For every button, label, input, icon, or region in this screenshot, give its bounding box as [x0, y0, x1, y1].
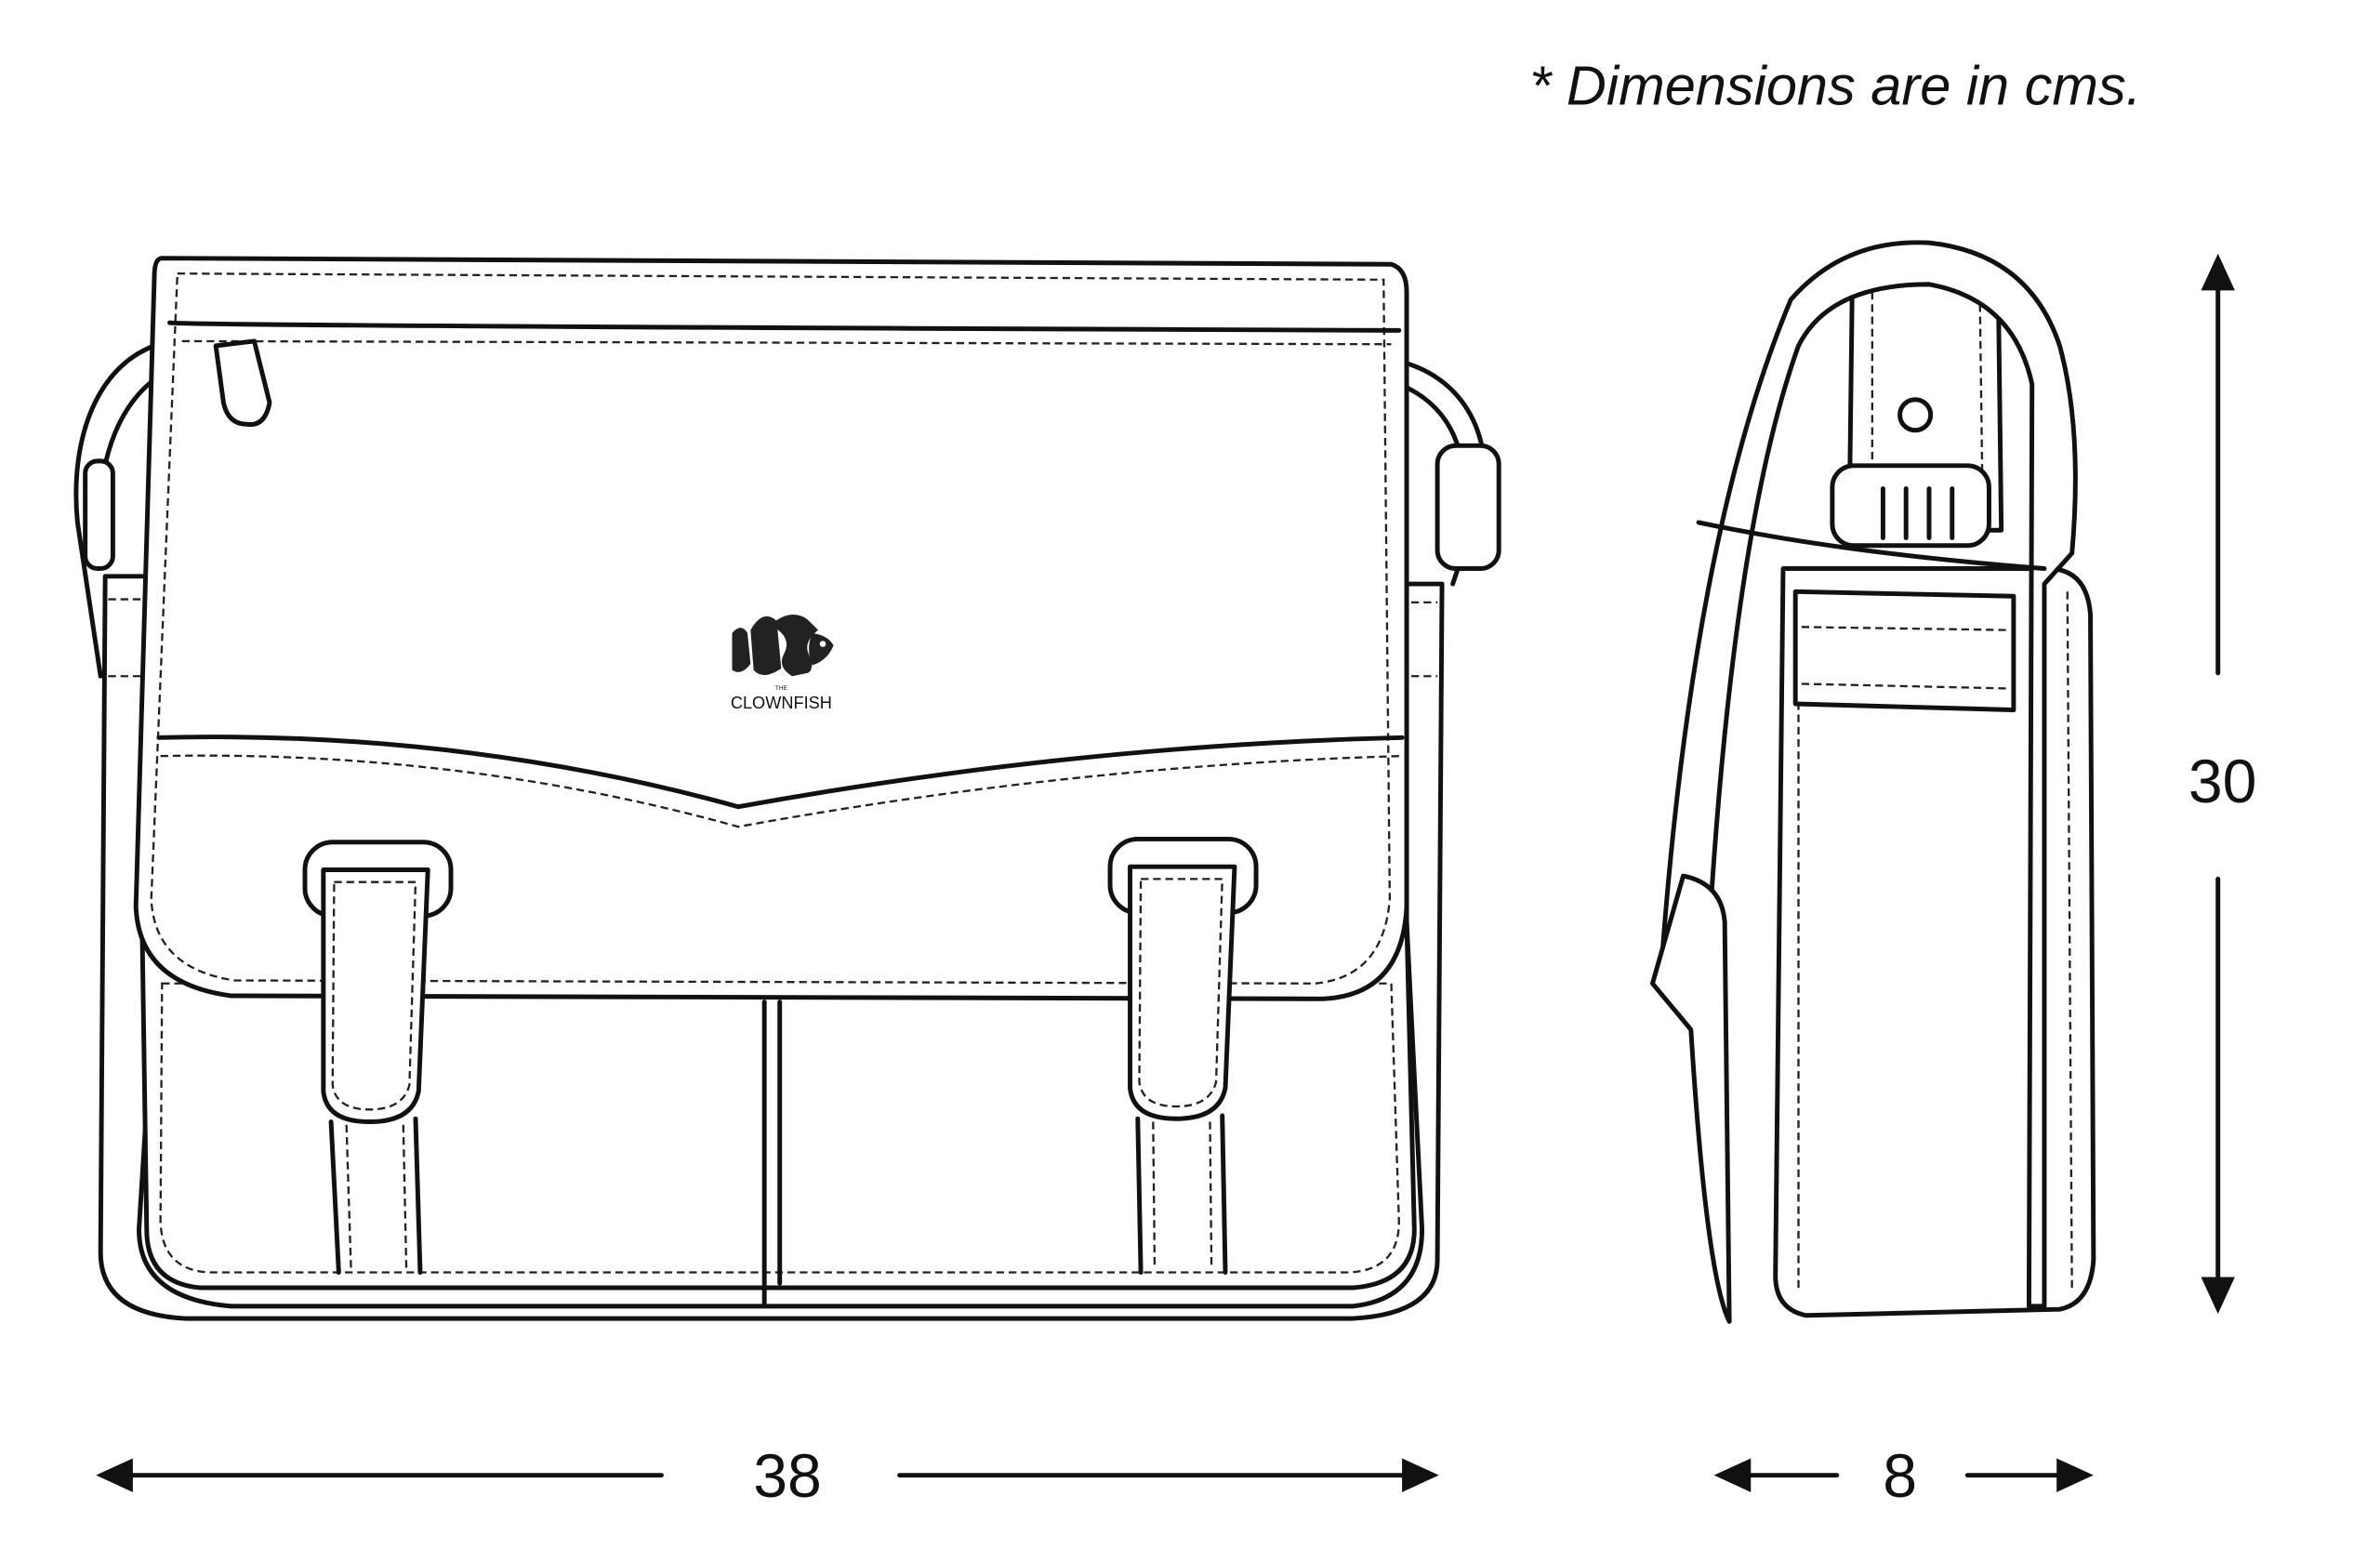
bag-front-view: THE CLOWNFISH	[73, 256, 1501, 1321]
svg-text:38: 38	[753, 1442, 822, 1511]
svg-text:30: 30	[2188, 748, 2257, 816]
width-dimension: 38	[96, 1442, 1439, 1511]
svg-text:CLOWNFISH: CLOWNFISH	[731, 694, 832, 712]
svg-text:THE: THE	[775, 685, 788, 692]
svg-text:8: 8	[1883, 1442, 1917, 1511]
height-dimension: 30	[2188, 253, 2257, 1315]
clownfish-logo: THE CLOWNFISH	[731, 615, 834, 712]
left-buckle-strap	[302, 840, 454, 1275]
dimensions-note: * Dimensions are in cms.	[1529, 54, 2141, 116]
depth-dimension: 8	[1713, 1442, 2094, 1511]
right-buckle-strap	[1107, 836, 1259, 1275]
bag-side-view	[1650, 240, 2096, 1324]
